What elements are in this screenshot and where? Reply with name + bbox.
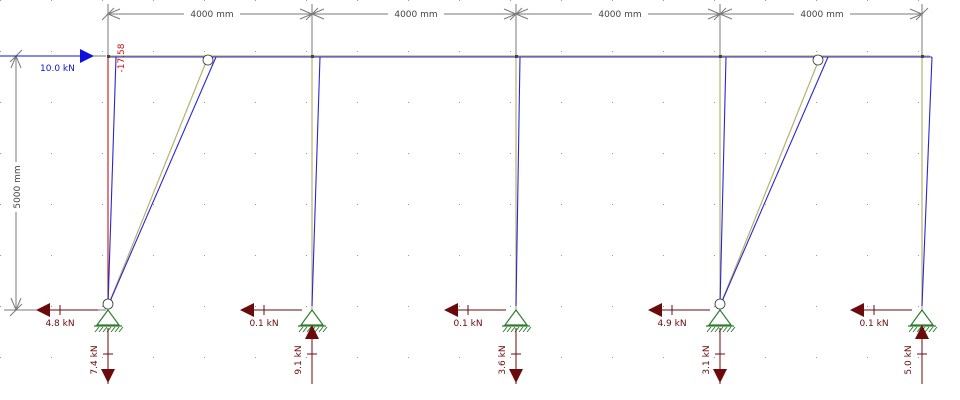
support-hatch: [518, 326, 524, 333]
support-hatch: [706, 326, 712, 333]
support-hatch: [722, 326, 728, 333]
span-label-4: 4000 mm: [800, 10, 843, 20]
support-hatch: [318, 326, 324, 333]
reaction-arrow-icon: [648, 303, 662, 317]
support-triangle: [707, 308, 733, 326]
support-hatch: [118, 326, 124, 333]
reaction-arrow-icon: [101, 369, 115, 383]
span-labels: 4000 mm 4000 mm 4000 mm 4000 mm: [184, 8, 850, 20]
reactions: 4.8 kN 7.4 kN 0.1 kN 9.1 kN 0.1 kN 3.6 kN 4.9 …: [36, 303, 929, 384]
span-label-2: 4000 mm: [394, 10, 437, 20]
support-hatch: [730, 326, 736, 333]
structure-members: [107, 55, 930, 310]
support-hatch: [314, 326, 320, 333]
deformed-shape: [107, 56, 933, 307]
support-hatch: [714, 326, 720, 333]
support-hatch: [298, 326, 304, 333]
hinge-node: [102, 298, 114, 310]
applied-load: 10.0 kN: [0, 49, 94, 74]
support-hatch: [506, 326, 512, 333]
support-hatch: [908, 326, 914, 333]
support-hatch: [502, 326, 508, 333]
support-hatch: [710, 326, 716, 333]
reaction-arrow-icon: [850, 303, 864, 317]
reaction-arrow-icon: [509, 369, 523, 383]
horizontal-reaction-label: 0.1 kN: [249, 319, 278, 329]
top-nodes: [107, 55, 924, 58]
reaction-arrow-icon: [444, 303, 458, 317]
reaction-arrow-icon: [915, 325, 929, 339]
reaction-arrow-icon: [305, 325, 319, 339]
support-hatch: [98, 326, 104, 333]
pin-support: [706, 308, 736, 333]
vertical-reaction-label: 9.1 kN: [294, 345, 304, 374]
support-hatch: [102, 326, 108, 333]
support-hatch: [912, 326, 918, 333]
vertical-reaction: 7.4 kN: [90, 328, 115, 384]
load-arrow-icon: [80, 49, 94, 63]
load-label: 10.0 kN: [40, 64, 75, 74]
support-hatch: [322, 326, 328, 333]
horizontal-reaction: 4.8 kN: [36, 303, 98, 329]
support-hatch: [526, 326, 532, 333]
span-dimension-chain: [101, 4, 929, 60]
support-hatch: [726, 326, 732, 333]
vertical-reaction: 5.0 kN: [904, 325, 929, 384]
horizontal-reaction: 0.1 kN: [444, 303, 506, 329]
support-triangle: [503, 308, 529, 326]
horizontal-reaction: 0.1 kN: [850, 303, 912, 329]
support-hatch: [916, 326, 922, 333]
reaction-arrow-icon: [713, 369, 727, 383]
horizontal-reaction: 4.9 kN: [648, 303, 710, 329]
horizontal-reaction-label: 4.8 kN: [45, 319, 74, 329]
support-hatch: [94, 326, 100, 333]
support-hatch: [924, 326, 930, 333]
vertical-reaction-label: 7.4 kN: [90, 345, 100, 374]
reaction-arrow-icon: [240, 303, 254, 317]
span-label-1: 4000 mm: [190, 10, 233, 20]
hinge-node: [202, 54, 214, 66]
support-hatch: [510, 326, 516, 333]
hinges: [102, 54, 824, 310]
vertical-reaction: 3.6 kN: [498, 328, 523, 384]
span-label-3: 4000 mm: [598, 10, 641, 20]
support-hatch: [522, 326, 528, 333]
support-hatch: [302, 326, 308, 333]
hinge-node: [714, 298, 726, 310]
support-hatch: [932, 326, 938, 333]
vertical-reaction-label: 3.1 kN: [702, 345, 712, 374]
horizontal-reaction-label: 0.1 kN: [453, 319, 482, 329]
support-hatch: [306, 326, 312, 333]
horizontal-reaction: 0.1 kN: [240, 303, 302, 329]
vertical-reaction: 9.1 kN: [294, 325, 319, 384]
member-value: -17.58: [117, 43, 127, 72]
vertical-reaction-label: 5.0 kN: [904, 345, 914, 374]
vertical-reaction-label: 3.6 kN: [498, 345, 508, 374]
support-hatch: [110, 326, 116, 333]
support-hatch: [928, 326, 934, 333]
reaction-arrow-icon: [36, 303, 50, 317]
support-triangle: [95, 308, 121, 326]
vertical-reaction: 3.1 kN: [702, 328, 727, 384]
horizontal-reaction-label: 0.1 kN: [859, 319, 888, 329]
horizontal-reaction-label: 4.9 kN: [657, 319, 686, 329]
hinge-node: [812, 54, 824, 66]
height-label: 5000 mm: [13, 165, 23, 208]
support-hatch: [114, 326, 120, 333]
